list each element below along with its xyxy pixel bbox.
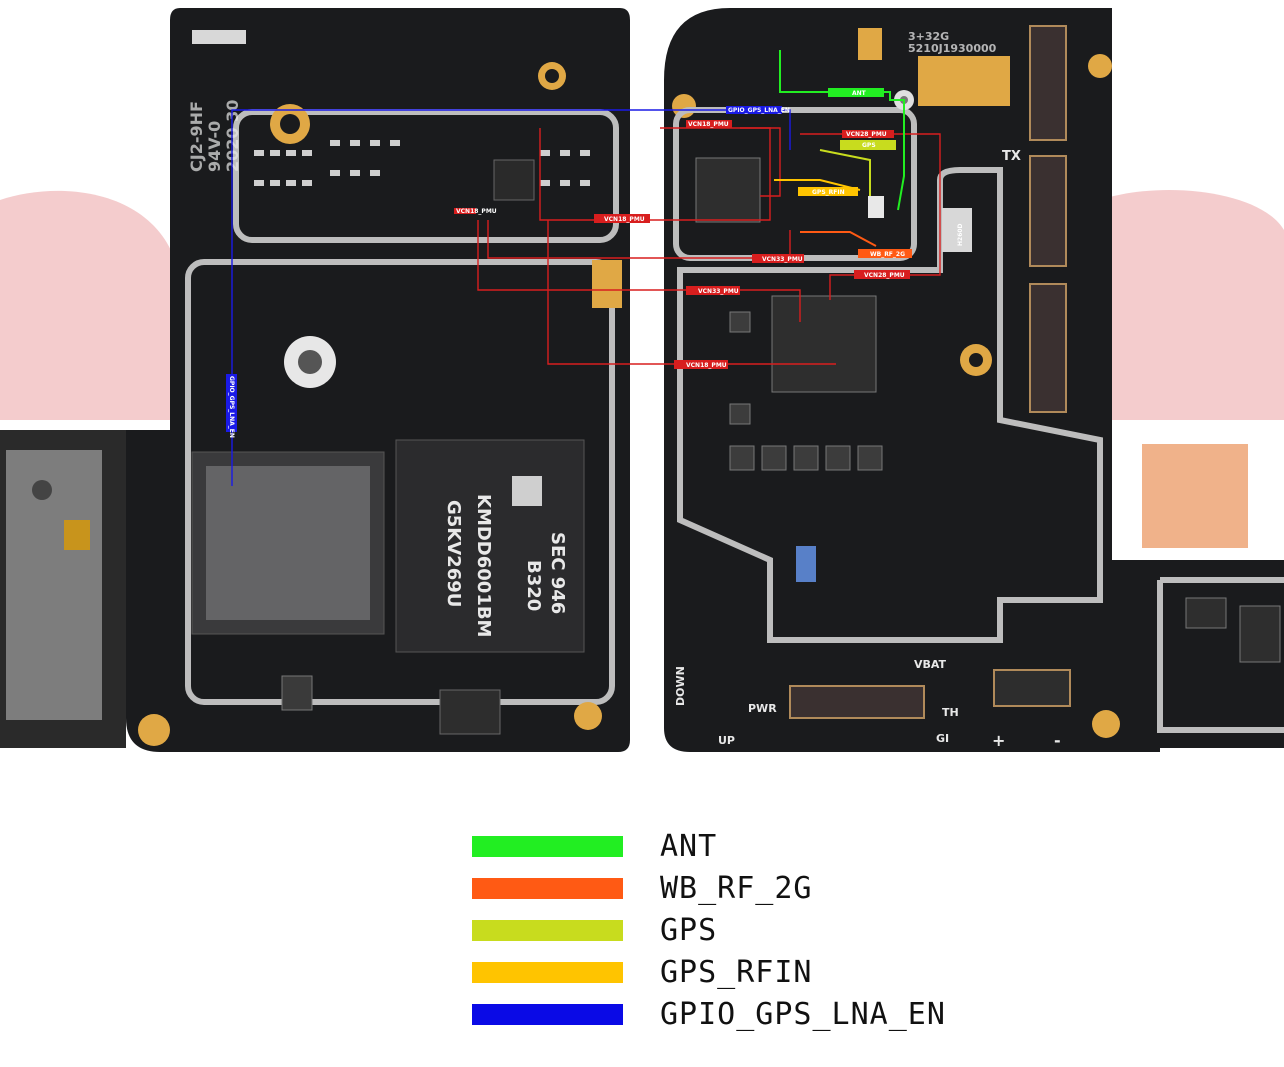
watermark-logo [0,190,1284,420]
legend-swatch-ant [472,836,623,857]
label-wb-rf-2g: WB_RF_2G [870,251,905,258]
chip-marking-3: KMDD6001BM [473,494,494,637]
silk-vbat: VBAT [914,658,947,671]
silk-code-top2: 5210J1930000 [908,42,997,55]
silk-left-2: 94V-0 [205,121,224,172]
label-vcn33-a: VCN33_PMU [762,256,803,263]
legend-label-wb-rf-2g: WB_RF_2G [660,871,813,906]
silk-left-1: CJ2-9HF [187,101,206,172]
soc-chip [191,451,385,635]
label-vcn18-mid: VCN18_PMU [604,216,645,223]
label-vcn33-b: VCN33_PMU [698,288,739,295]
pcb-diagram: SEC 946 B320 KMDD6001BM G5KV269U CJ2-9HF… [0,8,1284,752]
rf-ic [695,157,761,223]
trace-gps [819,149,871,196]
chip-marking-2: B320 [523,560,544,611]
legend-label-gps: GPS [660,913,718,948]
legend-swatch-gps-rfin [472,962,623,983]
legend-label-gpio-gps-lna-en: GPIO_GPS_LNA_EN [660,997,946,1032]
legend-item-gps-rfin: GPS_RFIN [472,952,1032,994]
silk-gi: GI [936,732,949,745]
silk-code-top: 3+32G [908,30,949,43]
legend-label-gps-rfin: GPS_RFIN [660,955,813,990]
connector-bottom [789,685,925,719]
legend-item-gpio-gps-lna-en: GPIO_GPS_LNA_EN [472,994,1032,1036]
label-vcn28-b: VCN28_PMU [864,272,905,279]
trace-vcn18-top [539,127,771,221]
net-traces [231,50,941,486]
left-board: SEC 946 B320 KMDD6001BM G5KV269U CJ2-9HF… [0,8,630,752]
trace-vcn33-b [477,220,801,322]
label-vcn18-b: VCN18_PMU [686,362,727,369]
memory-chip [395,439,585,653]
label-gpio-left: GPIO_GPS_LNA_EN [228,376,235,438]
label-vcn18-small: VCN18_PMU [456,208,497,215]
trace-vcn18-b [547,220,836,365]
silk-tx: TX [1002,149,1021,164]
pmic [771,295,877,393]
trace-ant [779,50,905,211]
label-gps-rfin: GPS_RFIN [812,189,845,196]
silk-down: DOWN [674,666,687,706]
legend-item-gps: GPS [472,910,1032,952]
connector-top [1029,25,1067,141]
silk-minus: - [1054,731,1061,750]
connector-mid [1029,155,1067,267]
silk-pwr: PWR [748,702,777,715]
legend: ANT WB_RF_2G GPS GPS_RFIN GPIO_GPS_LNA_E… [472,826,1032,1036]
chip-marking-4: G5KV269U [443,500,464,607]
label-gps: GPS [862,142,876,149]
silk-plus: + [992,731,1005,750]
silk-th: TH [942,706,959,719]
legend-label-ant: ANT [660,829,718,864]
crystal-marking: H260D [957,223,964,246]
label-vcn18-top: VCN18_PMU [688,121,729,128]
trace-gps-rfin [774,179,861,191]
trace-wb-rf-2g [800,231,877,247]
ic-small-left [493,159,535,201]
legend-swatch-gps [472,920,623,941]
legend-swatch-gpio-gps-lna-en [472,1004,623,1025]
legend-item-ant: ANT [472,826,1032,868]
trace-gpio-gps-lna-en [231,109,791,486]
silk-up: UP [718,734,735,747]
legend-item-wb-rf-2g: WB_RF_2G [472,868,1032,910]
label-vcn28-top: VCN28_PMU [846,131,887,138]
trace-vcn33-a [487,220,791,259]
net-labels: ANT GPIO_GPS_LNA_EN VCN18_PMU VCN28_PMU … [226,88,912,438]
connector-low [1029,283,1067,413]
chip-marking-1: SEC 946 [547,532,568,614]
label-ant: ANT [852,90,867,97]
label-gpio-right: GPIO_GPS_LNA_EN [728,107,790,114]
legend-swatch-wb-rf-2g [472,878,623,899]
